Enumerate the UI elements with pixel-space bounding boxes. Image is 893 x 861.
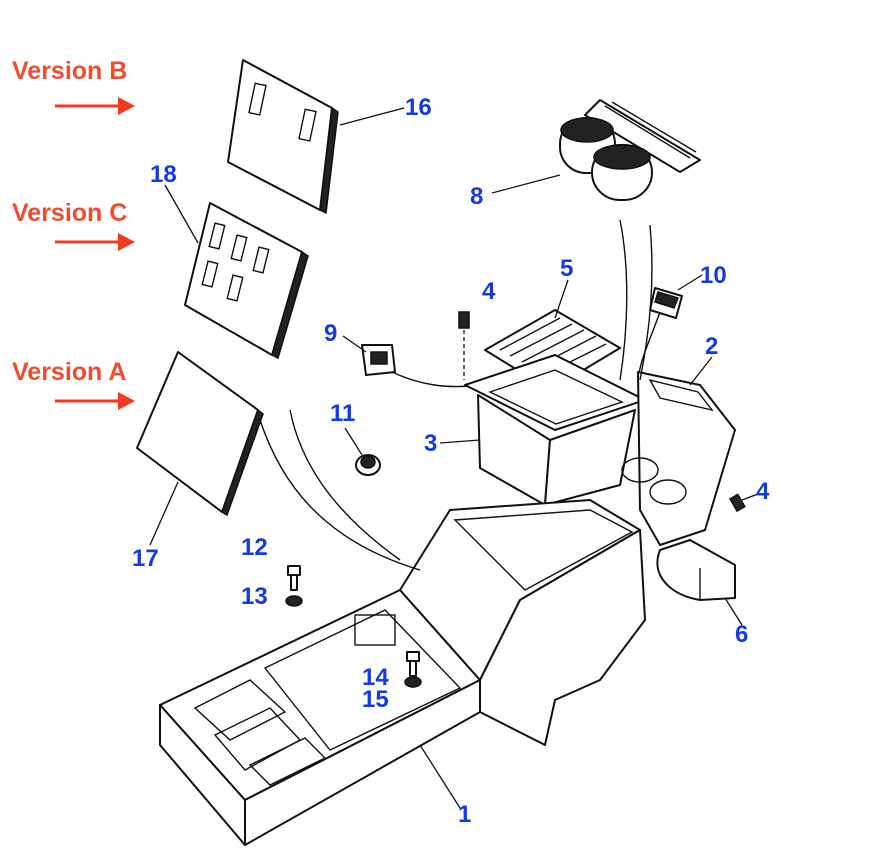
leader-8 <box>491 174 561 194</box>
part-2-rear-housing <box>621 371 736 546</box>
version-a-arrow-icon <box>55 392 135 410</box>
part-14-bolt <box>406 651 420 677</box>
callout-1: 1 <box>458 801 471 828</box>
callout-13: 13 <box>241 583 268 610</box>
callout-8: 8 <box>470 183 483 210</box>
version-b-label: Version B <box>12 57 135 115</box>
version-a-label: Version A <box>12 358 135 410</box>
part-1-console-body <box>159 219 653 846</box>
version-c-text: Version C <box>12 199 127 227</box>
part-16-switch-panel-b <box>227 59 339 215</box>
part-4-screw-right <box>729 493 746 513</box>
part-17-blank-panel-a <box>136 351 264 517</box>
part-3-storage-tray <box>464 354 646 506</box>
callout-11: 11 <box>330 400 355 427</box>
version-c-label: Version C <box>12 199 135 251</box>
callout-17: 17 <box>132 545 159 572</box>
leader-lines <box>149 107 759 809</box>
part-4-screw-upper <box>458 311 470 380</box>
callout-numbers: 16 18 8 5 10 4 9 2 11 3 4 12 17 13 6 14 … <box>132 94 770 828</box>
leader-18 <box>164 184 199 244</box>
leader-3 <box>439 439 481 444</box>
callout-15: 15 <box>362 686 389 713</box>
callout-10: 10 <box>700 262 727 289</box>
leader-9 <box>342 335 367 353</box>
version-c-arrow-icon <box>55 233 135 251</box>
part-11-plug <box>355 454 381 476</box>
version-a-text: Version A <box>12 358 126 386</box>
callout-4-upper: 4 <box>482 278 496 305</box>
callout-12: 12 <box>241 534 268 561</box>
callout-6: 6 <box>735 621 748 648</box>
callout-9: 9 <box>324 320 337 347</box>
part-8-cup-holder <box>559 99 701 201</box>
leader-16 <box>339 107 405 126</box>
callout-18: 18 <box>150 161 177 188</box>
part-18-switch-panel-c <box>184 202 309 360</box>
part-13-washer <box>285 595 303 607</box>
part-10-switch <box>637 287 683 381</box>
part-12-bolt <box>287 565 301 591</box>
callout-4-right: 4 <box>756 478 770 505</box>
part-9-switch <box>361 344 471 388</box>
leader-6 <box>724 597 743 626</box>
leader-4b <box>741 493 759 501</box>
part-6-duct <box>656 539 736 601</box>
leader-2 <box>689 356 713 386</box>
callout-16: 16 <box>405 94 432 121</box>
version-b-arrow-icon <box>55 97 135 115</box>
leader-5 <box>554 279 569 319</box>
leader-17 <box>149 481 179 546</box>
callout-2: 2 <box>705 333 718 360</box>
part-15-washer <box>404 676 422 688</box>
leader-11 <box>344 427 363 456</box>
version-b-text: Version B <box>12 57 127 85</box>
callout-5: 5 <box>560 255 573 282</box>
callout-14: 14 <box>362 664 389 691</box>
leader-10 <box>677 274 703 291</box>
leader-1 <box>419 744 461 809</box>
callout-3: 3 <box>424 430 437 457</box>
